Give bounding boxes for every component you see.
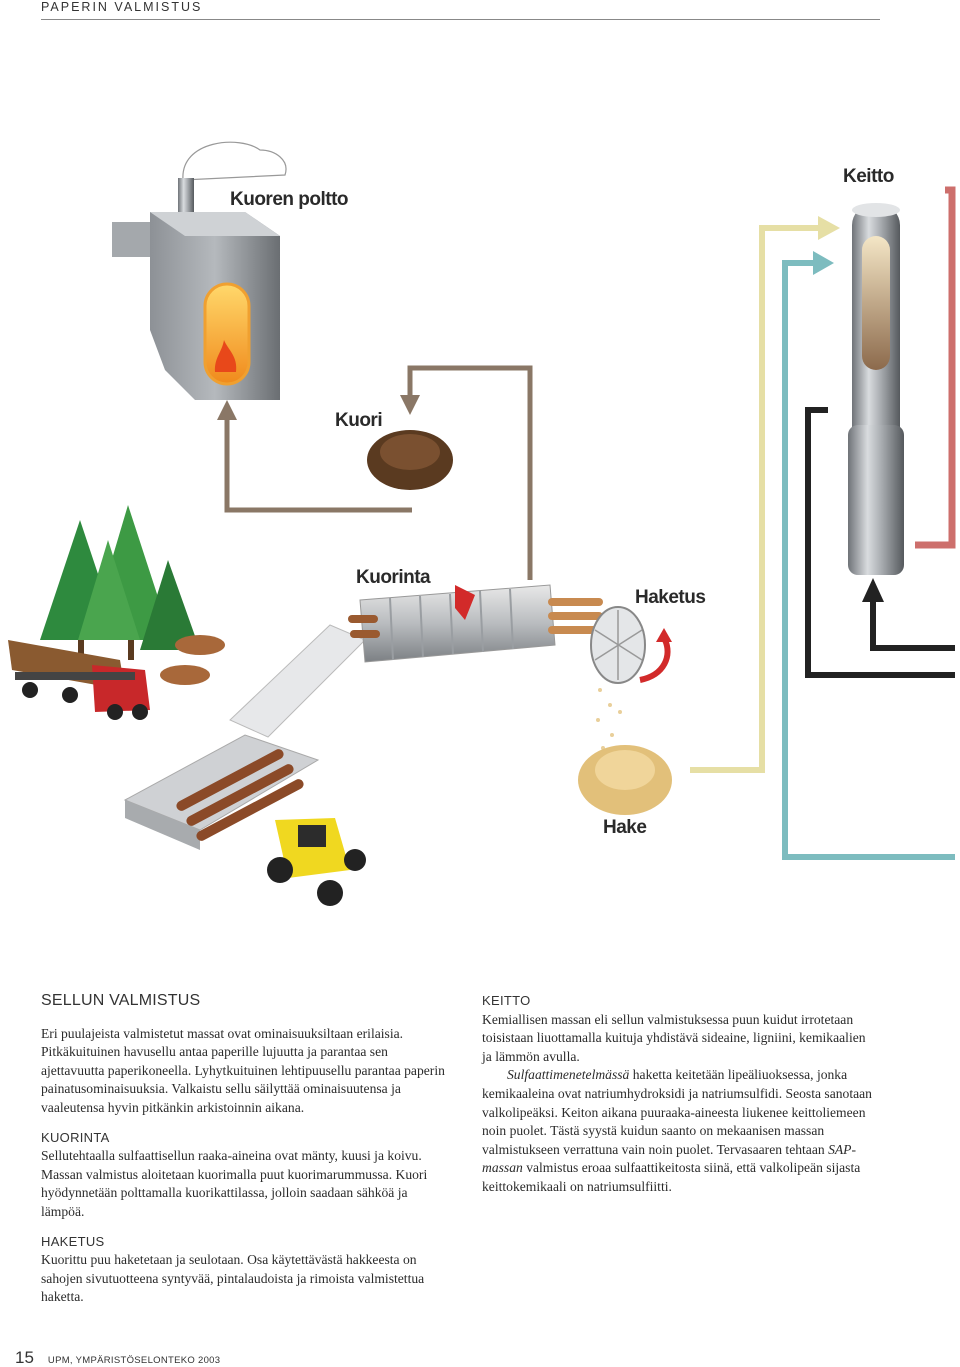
black-arrow-up <box>862 578 884 602</box>
teal-arrow <box>813 251 834 275</box>
label-hake: Hake <box>603 817 647 838</box>
running-head: PAPERIN VALMISTUS <box>41 0 203 14</box>
intro-paragraph: Eri puulajeista valmistetut massat ovat … <box>41 1025 445 1115</box>
label-kuori: Kuori <box>335 410 383 431</box>
page-number: 15 <box>15 1348 34 1367</box>
sulfate-method-term: Sulfaattimenetelmässä <box>507 1067 630 1083</box>
pulp-flow-line <box>915 186 956 549</box>
chip-particles <box>596 688 622 750</box>
sap-pulp-term: SAP-massan <box>482 1141 857 1176</box>
chipper <box>590 606 672 684</box>
digester <box>848 203 904 575</box>
kuorinta-heading: KUORINTA <box>41 1129 110 1145</box>
bark-arrow-up <box>217 400 237 420</box>
keitto-heading: KEITTO <box>482 993 531 1008</box>
white-liquor-flow-line <box>690 225 820 773</box>
process-diagram <box>8 141 956 906</box>
main-heading: SELLUN VALMISTUS <box>41 992 201 1009</box>
label-kuoren-poltto: Kuoren poltto <box>230 189 349 210</box>
debarking-drum <box>348 584 603 663</box>
header-rule <box>41 19 880 20</box>
bark-boiler <box>112 141 287 400</box>
haketus-heading: HAKETUS <box>41 1233 105 1249</box>
publication-title: UPM, YMPÄRISTÖSELONTEKO 2003 <box>47 1355 221 1366</box>
left-column: SELLUN VALMISTUS Eri puulajeista valmist… <box>41 992 446 1307</box>
keitto-paragraph-2: Sulfaattimenetelmässä haketta keitetään … <box>482 1067 872 1194</box>
log-pile <box>160 635 225 685</box>
log-truck <box>8 640 150 720</box>
forest <box>40 505 200 660</box>
bark-arrow-down <box>400 395 420 415</box>
right-column: KEITTO Kemiallisen massan eli sellun val… <box>482 992 878 1197</box>
label-haketus: Haketus <box>635 587 706 608</box>
haketus-paragraph: Kuorittu puu haketetaan ja seulotaan. Os… <box>41 1252 425 1305</box>
page-footer: 15 UPM, YMPÄRISTÖSELONTEKO 2003 <box>15 1348 220 1367</box>
black-liquor-flow-line <box>805 407 955 678</box>
keitto-paragraph-1: Kemiallisen massan eli sellun valmistuks… <box>482 1011 866 1064</box>
chip-flow-line <box>782 260 955 860</box>
log-conveyor <box>123 624 366 850</box>
label-kuorinta: Kuorinta <box>356 567 431 588</box>
bark-flow-line <box>224 365 533 580</box>
label-keitto: Keitto <box>843 166 894 187</box>
pulp-process-illustration: Kuoren poltto Keitto Kuori Kuorinta Hake… <box>0 20 960 1000</box>
yellow-arrow <box>818 216 840 240</box>
loader <box>267 818 366 906</box>
kuorinta-paragraph: Sellutehtaalla sulfaattisellun raaka-ain… <box>41 1148 428 1219</box>
